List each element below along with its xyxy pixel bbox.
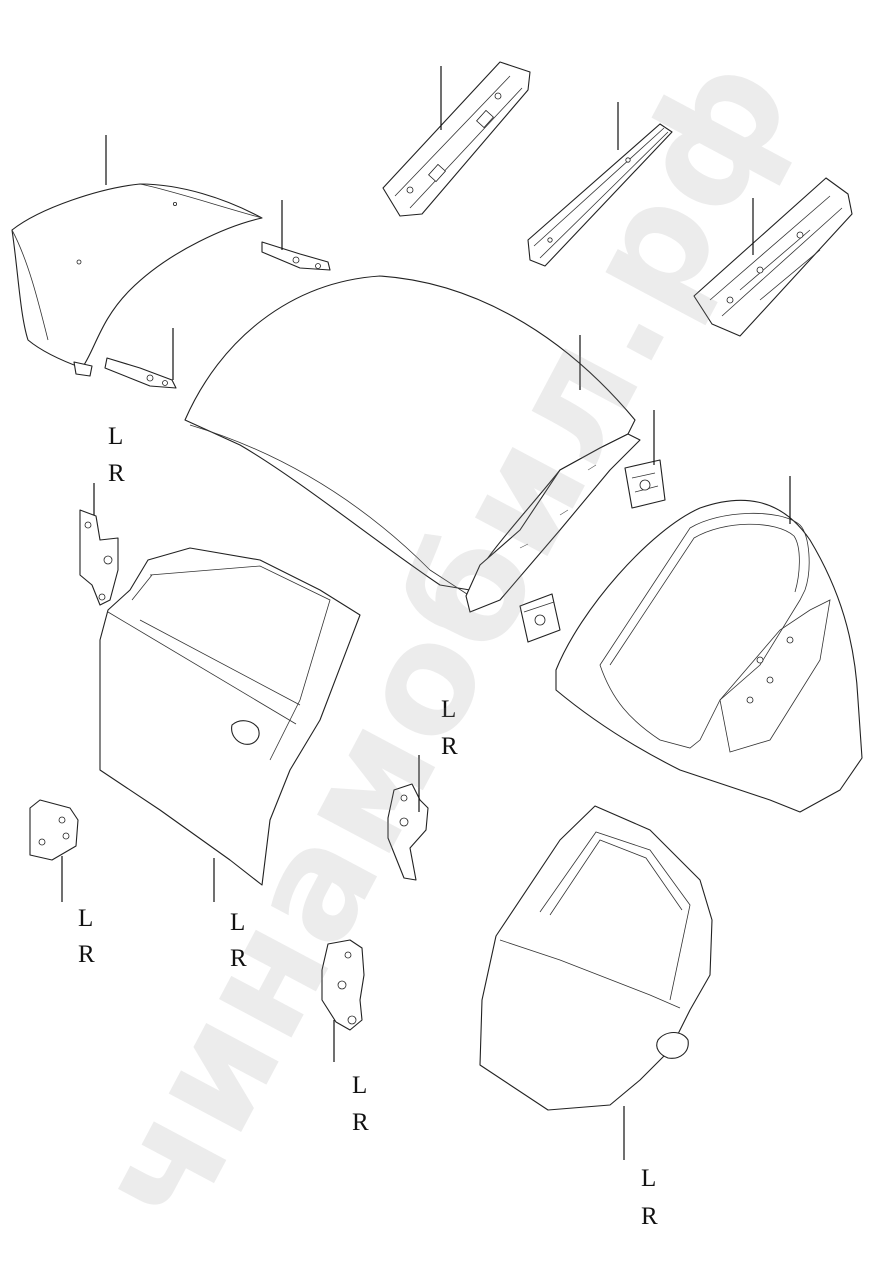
- tailgate: [555, 476, 863, 813]
- label-rear-door-hinge-L: L: [352, 1072, 368, 1099]
- roof-bracket-left: [519, 593, 561, 643]
- label-hood-hinge-R: R: [108, 460, 125, 487]
- roof-panel: [184, 275, 641, 613]
- label-front-door-check-R: R: [441, 733, 458, 760]
- label-front-door-check-L: L: [441, 696, 457, 723]
- label-rear-door-R: R: [641, 1203, 658, 1230]
- front-door: [99, 547, 361, 902]
- roof-bracket-right: [624, 410, 666, 509]
- front-door-hinge-lower: [29, 799, 79, 902]
- label-hood-hinge-L: L: [108, 423, 124, 450]
- hood-hinge-right: [261, 200, 331, 271]
- rear-door-hinge: [321, 939, 365, 1062]
- front-door-hinge-upper: [79, 483, 119, 606]
- label-front-door-hinge-lower-L: L: [78, 905, 94, 932]
- roof-rail-rear: [693, 177, 853, 337]
- label-rear-door-hinge-R: R: [352, 1109, 369, 1136]
- roof-bow: [527, 102, 673, 267]
- rear-door: [479, 805, 713, 1160]
- roof-rail-front: [382, 61, 531, 217]
- label-front-door-R: R: [230, 945, 247, 972]
- label-rear-door-L: L: [641, 1165, 657, 1192]
- hood-panel: [11, 135, 263, 369]
- front-door-check: [387, 755, 429, 881]
- label-front-door-hinge-lower-R: R: [78, 941, 95, 968]
- hood-hinge-left: [73, 328, 177, 389]
- label-front-door-L: L: [230, 909, 246, 936]
